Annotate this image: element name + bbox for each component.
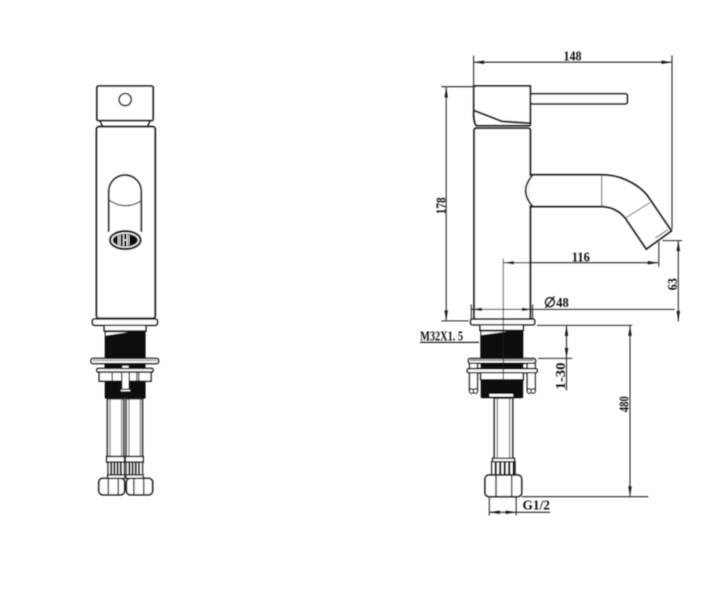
svg-text:48: 48 (556, 296, 569, 311)
svg-text:G1/2: G1/2 (523, 499, 551, 514)
svg-text:63: 63 (666, 278, 681, 290)
svg-text:1-30: 1-30 (554, 363, 569, 390)
svg-text:480: 480 (618, 396, 633, 412)
svg-text:M32X1. 5: M32X1. 5 (420, 330, 463, 345)
svg-text:116: 116 (572, 250, 590, 265)
svg-text:178: 178 (434, 197, 449, 214)
svg-text:148: 148 (564, 50, 582, 65)
